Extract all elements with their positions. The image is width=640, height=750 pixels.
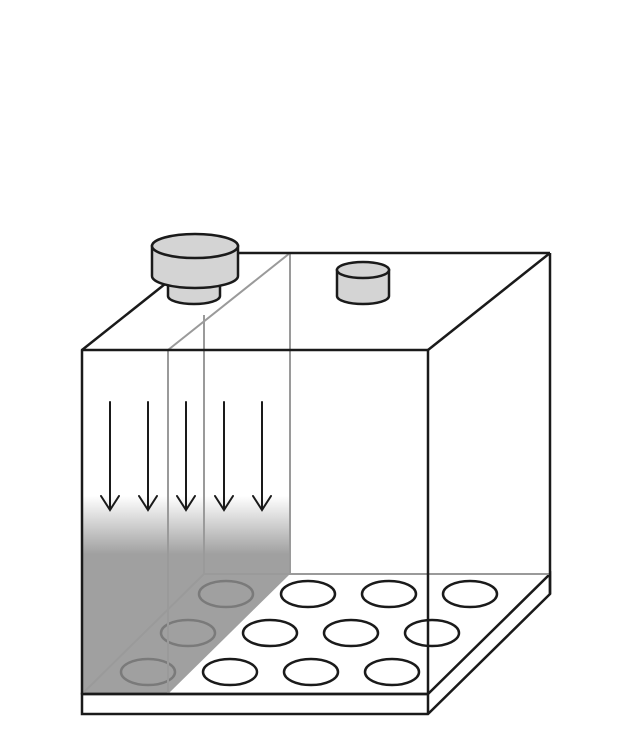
inlet-cap	[150, 232, 240, 306]
well-grid-shaded	[119, 579, 255, 687]
shaded-region-side	[168, 440, 290, 694]
chamber-outline	[80, 251, 552, 696]
well	[119, 657, 177, 687]
floor-edges	[81, 573, 550, 695]
well	[201, 657, 259, 687]
partition	[167, 252, 291, 694]
well-grid	[201, 579, 499, 687]
down-arrow-icon	[252, 401, 272, 512]
well	[363, 657, 421, 687]
well	[197, 579, 255, 609]
well	[241, 618, 299, 648]
flow-arrows	[100, 401, 272, 512]
down-arrow-icon	[138, 401, 158, 512]
down-arrow-icon	[100, 401, 120, 512]
well	[282, 657, 340, 687]
down-arrow-icon	[214, 401, 234, 512]
well	[159, 618, 217, 648]
shaded-region	[82, 440, 168, 694]
well	[403, 618, 461, 648]
down-arrow-icon	[176, 401, 196, 512]
outlet-cap	[335, 260, 391, 306]
well	[322, 618, 380, 648]
well	[279, 579, 337, 609]
well	[441, 579, 499, 609]
well	[360, 579, 418, 609]
